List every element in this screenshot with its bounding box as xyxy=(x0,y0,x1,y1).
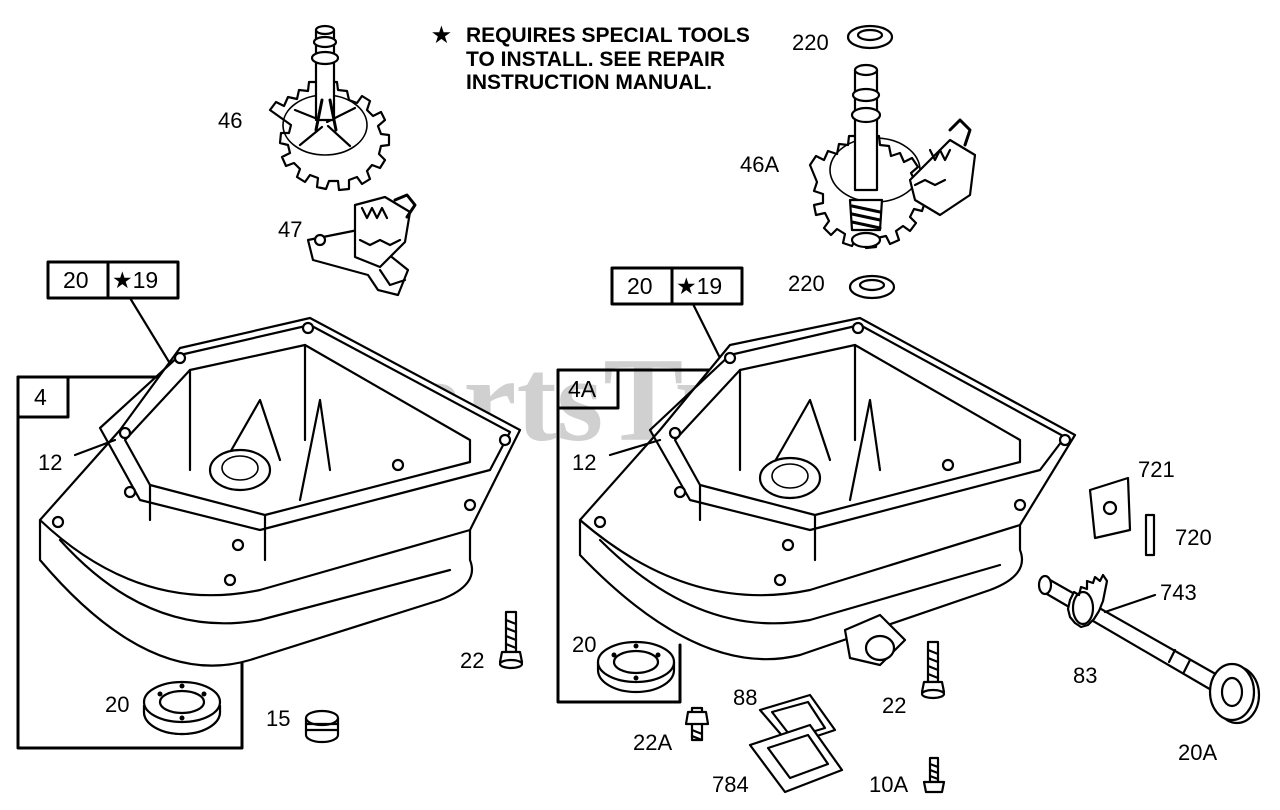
part-22-bolt-right xyxy=(920,640,946,700)
callout-83: 83 xyxy=(1073,663,1097,688)
star-icon: ★ xyxy=(432,24,451,47)
callout-15: 15 xyxy=(266,706,290,731)
callout-12-left: 12 xyxy=(38,450,62,475)
left-box-4: 4 xyxy=(34,384,47,410)
callout-10a: 10A xyxy=(869,772,908,797)
part-46a-cam-gear xyxy=(808,63,977,250)
left-leader-12 xyxy=(73,438,117,457)
part-721-plate xyxy=(1088,476,1132,540)
callout-46a: 46A xyxy=(740,152,779,177)
special-tools-note: ★ REQUIRES SPECIAL TOOLS TO INSTALL. SEE… xyxy=(432,24,750,94)
part-15-plug xyxy=(304,709,340,744)
callout-20-right: 20 xyxy=(572,632,596,657)
callout-720: 720 xyxy=(1175,525,1212,550)
callout-47: 47 xyxy=(278,217,302,242)
note-line-3: INSTRUCTION MANUAL. xyxy=(466,71,712,94)
callout-220-top: 220 xyxy=(792,30,829,55)
part-20a-seal xyxy=(1208,662,1261,725)
part-20-seal-right xyxy=(596,640,676,694)
callout-784: 784 xyxy=(712,772,749,797)
part-22-bolt-left xyxy=(498,610,524,670)
part-784-cover xyxy=(748,723,844,794)
callout-22-right: 22 xyxy=(882,693,906,718)
part-47-governor xyxy=(306,193,417,297)
part-220-washer-top xyxy=(846,24,894,50)
part-83-shaft xyxy=(1037,574,1237,700)
part-20-seal-left xyxy=(142,680,222,736)
right-leader-12 xyxy=(608,438,662,457)
part-220-washer-bottom xyxy=(848,274,896,300)
callout-88: 88 xyxy=(733,685,757,710)
part-720-pin xyxy=(1144,513,1156,557)
right-seal-box: 20 ★19 xyxy=(610,266,744,306)
part-22a-bolt xyxy=(684,706,710,742)
callout-22a: 22A xyxy=(633,730,672,755)
note-line-1: REQUIRES SPECIAL TOOLS xyxy=(466,24,750,47)
left-seal-box: 20 ★19 xyxy=(46,260,180,300)
callout-46: 46 xyxy=(218,108,242,133)
part-46-cam-gear xyxy=(268,24,391,192)
part-743-gear xyxy=(1066,573,1109,629)
part-4-sump-left xyxy=(38,316,522,667)
right-box-19: ★19 xyxy=(676,273,722,299)
right-box-4a: 4A xyxy=(568,376,597,402)
callout-20a: 20A xyxy=(1178,740,1217,765)
callout-12-right: 12 xyxy=(572,450,596,475)
left-box-20: 20 xyxy=(63,267,89,293)
left-box-19: ★19 xyxy=(112,267,158,293)
callout-743: 743 xyxy=(1160,580,1197,605)
leader-743 xyxy=(1103,593,1157,614)
callout-220-bottom: 220 xyxy=(788,271,825,296)
right-assembly-box: 4A xyxy=(556,368,722,704)
callout-721: 721 xyxy=(1138,457,1175,482)
callout-20-left: 20 xyxy=(105,692,129,717)
callout-22-left: 22 xyxy=(460,648,484,673)
right-box-20: 20 xyxy=(627,273,653,299)
left-assembly-box: 4 xyxy=(16,375,244,750)
part-10a-screw xyxy=(922,756,946,794)
note-line-2: TO INSTALL. SEE REPAIR xyxy=(466,48,725,71)
part-4a-sump-right xyxy=(578,316,1077,667)
